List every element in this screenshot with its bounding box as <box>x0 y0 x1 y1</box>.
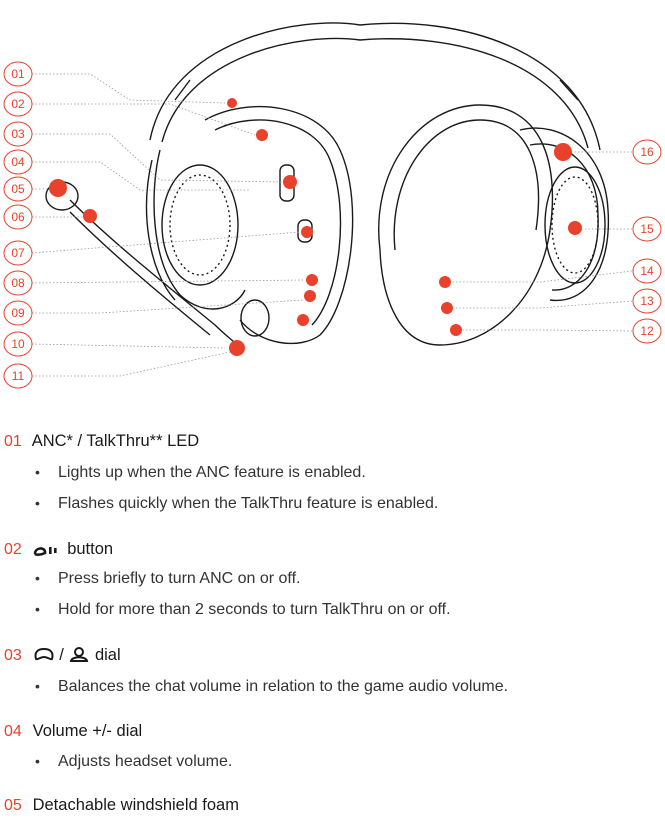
callout-01: 01 <box>3 61 33 87</box>
svg-text:01: 01 <box>11 67 25 81</box>
svg-text:13: 13 <box>640 294 654 308</box>
svg-text:08: 08 <box>11 276 25 290</box>
svg-text:12: 12 <box>640 324 654 338</box>
callout-08: 08 <box>3 270 33 296</box>
game-controller-icon <box>34 647 54 661</box>
svg-text:10: 10 <box>11 337 25 351</box>
boom-mic <box>69 199 241 349</box>
list-item: •Lights up when the ANC feature is enabl… <box>35 464 366 481</box>
section-03-heading: 03 / dial <box>4 646 121 665</box>
callout-09: 09 <box>3 300 33 326</box>
callout-06: 06 <box>3 204 33 230</box>
callout-04: 04 <box>3 149 33 175</box>
svg-text:05: 05 <box>11 182 25 196</box>
section-02-heading: 02 button <box>4 540 113 559</box>
anc-button-icon <box>33 547 57 556</box>
left-cushion <box>204 105 354 345</box>
section-number: 04 <box>4 723 22 740</box>
left-grille <box>161 164 239 286</box>
list-item: •Flashes quickly when the TalkThru featu… <box>35 495 439 512</box>
svg-text:09: 09 <box>11 306 25 320</box>
section-04-heading: 04 Volume +/- dial <box>4 722 142 741</box>
list-item: •Adjusts headset volume. <box>35 753 233 770</box>
callout-14: 14 <box>632 258 662 284</box>
callout-12: 12 <box>632 318 662 344</box>
svg-text:16: 16 <box>640 145 654 159</box>
svg-text:04: 04 <box>11 155 25 169</box>
callout-11: 11 <box>3 363 33 389</box>
section-title: button <box>67 540 114 558</box>
section-number: 05 <box>4 797 22 814</box>
list-item: •Press briefly to turn ANC on or off. <box>35 570 301 587</box>
section-05-heading: 05 Detachable windshield foam <box>4 796 239 815</box>
svg-text:03: 03 <box>11 127 25 141</box>
section-title: Volume +/- dial <box>32 722 143 740</box>
callout-10: 10 <box>3 331 33 357</box>
section-number: 01 <box>4 433 22 450</box>
section-number: 02 <box>4 541 22 558</box>
headset-diagram: 01 02 03 04 05 06 07 08 09 10 11 16 15 1… <box>3 22 662 389</box>
dial-separator: / <box>59 646 64 664</box>
right-grille <box>544 166 606 284</box>
section-title: dial <box>94 646 121 664</box>
callout-badges-left: 01 02 03 04 05 06 07 08 09 10 11 <box>3 61 33 389</box>
callout-05: 05 <box>3 176 33 202</box>
callout-16: 16 <box>632 139 662 165</box>
callout-07: 07 <box>3 240 33 266</box>
svg-text:07: 07 <box>11 246 25 260</box>
right-earcup-outline <box>519 127 610 302</box>
svg-text:06: 06 <box>11 210 25 224</box>
section-number: 03 <box>4 647 22 664</box>
left-earcup-outline <box>153 149 246 310</box>
callout-15: 15 <box>632 216 662 242</box>
callout-badges-right: 16 15 14 13 12 <box>632 139 662 344</box>
list-item: •Balances the chat volume in relation to… <box>35 678 509 695</box>
list-item: •Hold for more than 2 seconds to turn Ta… <box>35 601 451 618</box>
callout-13: 13 <box>632 288 662 314</box>
section-title: Detachable windshield foam <box>32 796 239 814</box>
svg-text:11: 11 <box>12 369 25 383</box>
chat-person-icon <box>70 647 89 662</box>
svg-text:02: 02 <box>11 97 25 111</box>
callout-02: 02 <box>3 91 33 117</box>
svg-text:14: 14 <box>640 264 654 278</box>
section-01-heading: 01 ANC* / TalkThru** LED <box>4 432 199 451</box>
section-title: ANC* / TalkThru** LED <box>31 432 200 450</box>
callout-03: 03 <box>3 121 33 147</box>
svg-text:15: 15 <box>640 222 654 236</box>
right-cushion <box>378 104 554 346</box>
